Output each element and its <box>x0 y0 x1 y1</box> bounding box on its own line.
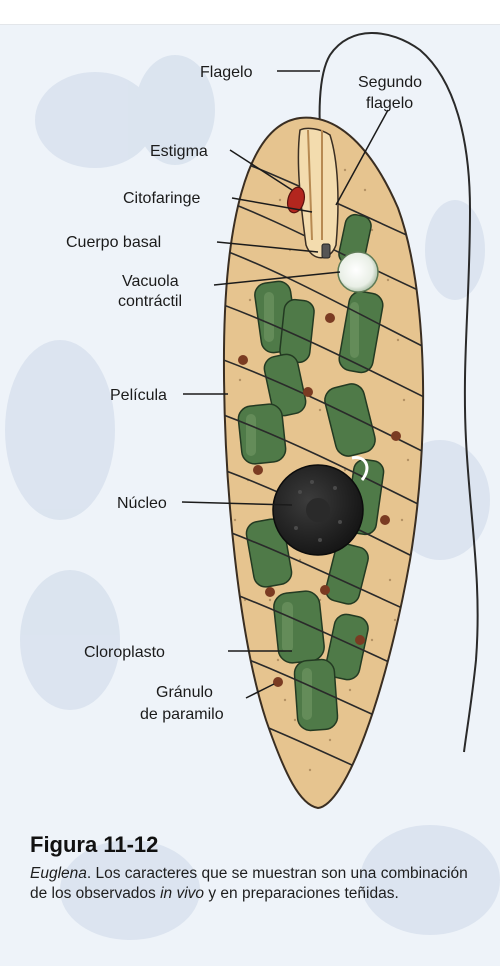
nucleus <box>273 465 363 555</box>
label-vacuola-2: contráctil <box>118 293 182 310</box>
caption-text-part-2: y en preparaciones teñidas. <box>204 885 399 902</box>
label-citofaringe: Citofaringe <box>123 190 200 207</box>
label-granulo-1: Gránulo <box>156 684 213 701</box>
label-segundo-flagelo-1: Segundo <box>358 74 422 91</box>
figure-caption: Figura 11-12 Euglena. Los caracteres que… <box>30 832 485 904</box>
label-cuerpo-basal: Cuerpo basal <box>66 234 161 251</box>
caption-in-vivo: in vivo <box>160 885 204 902</box>
label-segundo-flagelo-2: flagelo <box>366 95 413 112</box>
label-flagelo: Flagelo <box>200 64 253 81</box>
caption-text: Euglena. Los caracteres que se muestran … <box>30 864 485 904</box>
contractile-vacuole <box>338 252 378 292</box>
label-cloroplasto: Cloroplasto <box>84 644 165 661</box>
label-pelicula: Película <box>110 387 167 404</box>
figure-number: Figura 11-12 <box>30 832 485 858</box>
label-vacuola-1: Vacuola <box>122 273 179 290</box>
label-nucleo: Núcleo <box>117 495 167 512</box>
label-estigma: Estigma <box>150 143 208 160</box>
basal-body <box>322 244 330 258</box>
caption-genus: Euglena <box>30 865 87 882</box>
label-granulo-2: de paramilo <box>140 706 224 723</box>
